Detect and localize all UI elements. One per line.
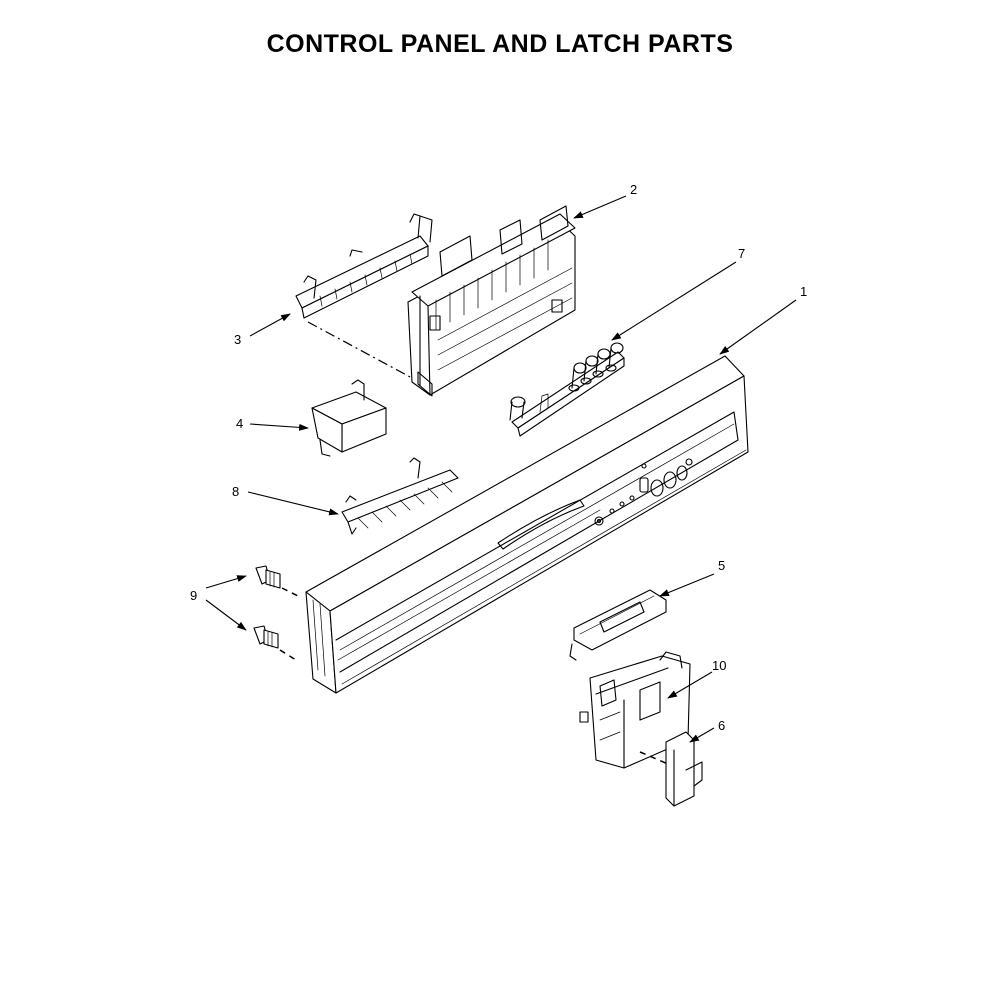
leader-3 xyxy=(249,313,291,337)
assembly-line-6-10 xyxy=(639,751,669,765)
assembly-line-screw-upper xyxy=(281,587,299,597)
leader-10 xyxy=(667,671,713,699)
leader-5 xyxy=(659,573,715,597)
screw-lower-part xyxy=(253,625,279,649)
leader-9-upper xyxy=(205,575,247,589)
callout-4: 4 xyxy=(236,416,243,431)
callout-9: 9 xyxy=(190,588,197,603)
leader-4 xyxy=(249,423,309,431)
leader-1 xyxy=(719,299,797,355)
leader-2 xyxy=(573,195,627,219)
latch-hook-part xyxy=(665,731,703,807)
callout-1: 1 xyxy=(800,284,807,299)
callout-8: 8 xyxy=(232,484,239,499)
screw-upper-part xyxy=(255,565,281,589)
leader-7 xyxy=(611,261,737,341)
callout-5: 5 xyxy=(718,558,725,573)
control-panel-part xyxy=(305,355,749,694)
assembly-line-screw-lower xyxy=(279,649,297,661)
callout-6: 6 xyxy=(718,718,725,733)
bracket-strip-part xyxy=(295,213,433,319)
comb-strip-part xyxy=(341,457,459,535)
leader-9-lower xyxy=(205,599,247,631)
leader-8 xyxy=(247,491,339,516)
control-board-part xyxy=(407,205,576,397)
callout-10: 10 xyxy=(712,658,726,673)
latch-cover-part xyxy=(569,589,667,661)
button-actuator-part xyxy=(509,342,625,437)
page-title: CONTROL PANEL AND LATCH PARTS xyxy=(266,30,734,58)
callout-3: 3 xyxy=(234,332,241,347)
callout-2: 2 xyxy=(630,182,637,197)
small-bracket-part xyxy=(311,379,387,457)
leader-6 xyxy=(689,727,715,743)
latch-assembly-part xyxy=(579,651,691,769)
callout-7: 7 xyxy=(738,246,745,261)
assembly-line-3-2 xyxy=(307,321,413,379)
